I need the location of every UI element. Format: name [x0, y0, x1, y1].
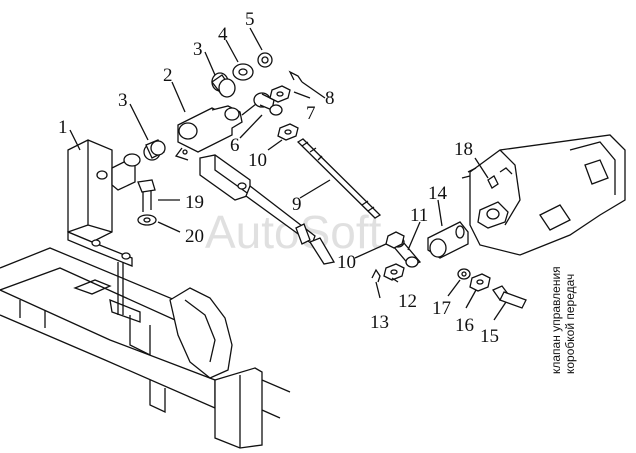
frame-rail [0, 247, 291, 449]
callout-17: 17 [432, 298, 451, 319]
bushing-part-3-upper [211, 72, 236, 98]
side-caption-line-2: коробкой передач [563, 274, 577, 374]
callout-6: 6 [230, 135, 240, 156]
callout-1: 1 [58, 117, 68, 138]
callout-10-lower: 10 [337, 252, 356, 273]
nut-part-10-upper [277, 123, 299, 141]
bracket-part-1 [67, 139, 141, 315]
callout-19: 19 [185, 192, 204, 213]
watermark: AutoSoft [205, 206, 382, 258]
callout-2: 2 [163, 65, 173, 86]
callout-3-upper: 3 [193, 39, 203, 60]
nut-part-16 [469, 273, 491, 292]
bushing-part-3-lower [143, 139, 166, 161]
valve-housing [461, 134, 626, 256]
callout-8: 8 [325, 88, 335, 109]
side-caption-line-1: клапан управления [549, 266, 563, 374]
nut-part-12 [383, 263, 405, 281]
callout-7: 7 [306, 103, 316, 124]
lever-arm [199, 154, 336, 265]
lever-part-2 [174, 105, 243, 161]
callout-4: 4 [218, 24, 228, 45]
ball-joint-part-6 [241, 92, 283, 116]
pin-part-8 [288, 70, 303, 83]
callout-14: 14 [428, 183, 448, 204]
callout-11: 11 [410, 205, 428, 226]
clip-part-5 [257, 52, 273, 68]
callout-5: 5 [245, 9, 255, 30]
callout-numbers: 1 2 3 3 4 5 6 7 8 9 10 10 11 12 13 14 15… [58, 9, 499, 347]
leader-lines [69, 27, 507, 321]
clevis-part-14 [427, 221, 469, 259]
callout-20: 20 [185, 226, 204, 247]
callout-10-upper: 10 [248, 150, 267, 171]
washer-part-4 [232, 63, 254, 81]
bolt-part-15 [492, 285, 527, 309]
side-caption: клапан управления коробкой передач [549, 266, 577, 374]
pin-part-18 [487, 167, 513, 189]
rod-part-9 [296, 138, 382, 219]
washer-part-17 [457, 268, 471, 280]
callout-3-lower: 3 [118, 90, 128, 111]
bolt-part-19 [137, 179, 156, 212]
pin-part-13 [371, 268, 381, 283]
callout-15: 15 [480, 326, 499, 347]
callout-18: 18 [454, 139, 473, 160]
washer-part-20 [137, 214, 157, 226]
callout-9: 9 [292, 194, 302, 215]
nut-part-7 [269, 85, 291, 103]
callout-13: 13 [370, 312, 389, 333]
callout-12: 12 [398, 291, 417, 312]
callout-16: 16 [455, 315, 474, 336]
